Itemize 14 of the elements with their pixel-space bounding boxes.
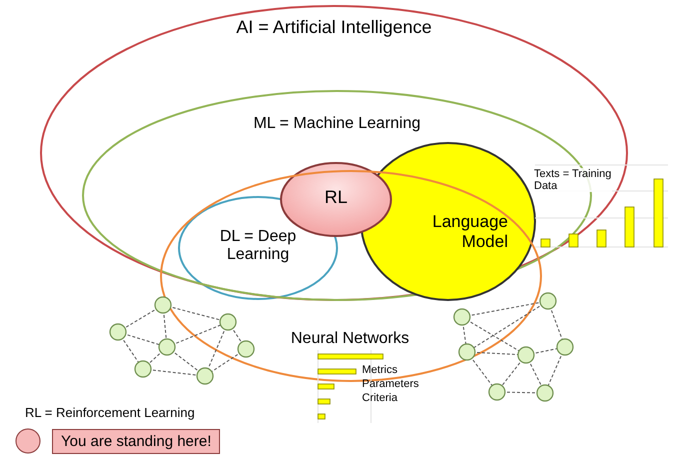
text-label: Criteria [362, 392, 398, 404]
set-label: DL = Deep Learning [218, 228, 298, 264]
set-label: ML = Machine Learning [253, 115, 421, 133]
text-label: Metrics [362, 364, 398, 376]
set-label: Neural Networks [290, 330, 410, 348]
circle-region [360, 142, 536, 301]
set-label: RL [324, 187, 348, 208]
text-label: Parameters [362, 378, 419, 390]
set-label: AI = Artificial Intelligence [236, 17, 432, 38]
set-label: Language Model [431, 212, 508, 252]
ellipse-region [40, 5, 628, 301]
text-label: RL = Reinforcement Learning [25, 405, 195, 420]
legend-label: You are standing here! [52, 429, 220, 454]
text-label: Texts = Training Data [534, 168, 612, 192]
